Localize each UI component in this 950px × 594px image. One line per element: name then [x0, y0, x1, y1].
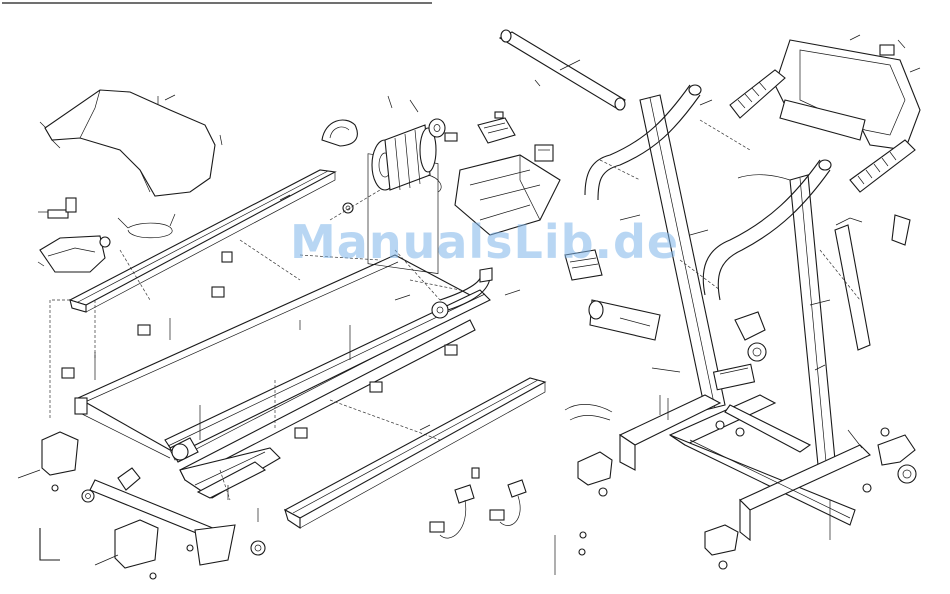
motor-pulley	[429, 119, 445, 137]
lift-motor	[589, 300, 660, 340]
console-key-module	[880, 40, 905, 55]
right-upright	[790, 175, 835, 465]
wire-jumper	[565, 404, 612, 420]
front-wheel-right	[878, 435, 916, 483]
rear-endcap-right	[115, 520, 158, 568]
handrail-tube	[500, 30, 625, 110]
rear-endcap-left	[42, 432, 78, 475]
base-frame	[620, 395, 870, 540]
rear-foot-wheel	[82, 490, 94, 502]
power-cord-1	[430, 485, 474, 538]
controller-board	[478, 112, 515, 143]
motor-hood	[40, 90, 222, 196]
hex-key-tool	[40, 528, 60, 560]
watermark-text: ManualsLib.de	[290, 212, 670, 272]
wire-harness-left	[118, 214, 175, 238]
console-grip-left	[730, 70, 785, 118]
rear-foot-right	[705, 525, 738, 555]
front-wheel-left	[735, 312, 766, 361]
power-cord-2	[490, 480, 526, 526]
console-cable	[738, 175, 790, 180]
motor-controller-bracket	[38, 198, 110, 272]
choke-coil	[535, 145, 553, 161]
rear-foot-left	[578, 452, 612, 485]
fuse-holder	[472, 468, 479, 478]
console-grip-right	[850, 140, 915, 192]
front-roller	[432, 302, 448, 318]
upright-decal-panel	[714, 364, 755, 390]
incline-bracket	[195, 525, 265, 565]
console-base	[775, 40, 920, 150]
drive-belt	[322, 120, 357, 146]
